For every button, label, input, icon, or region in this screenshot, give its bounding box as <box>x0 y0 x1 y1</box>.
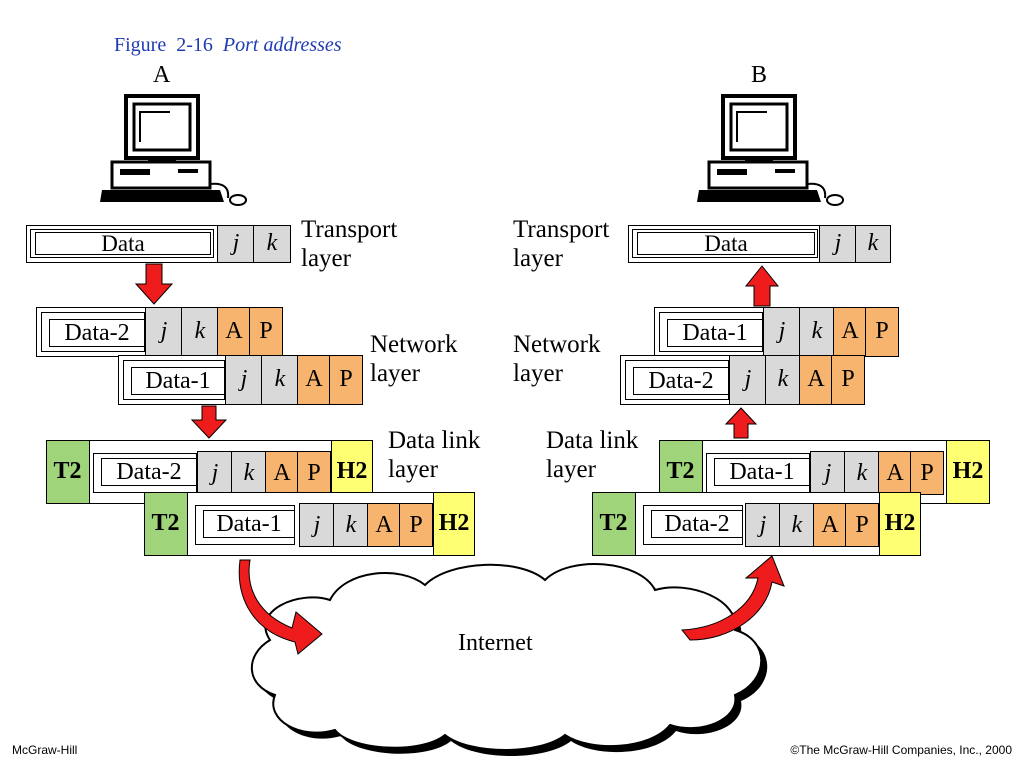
datalink-frame-b-2: T2 Data-2 j k A P H2 <box>591 491 921 556</box>
header-field: H2 <box>433 491 475 556</box>
destination-port-field: k <box>231 451 267 495</box>
logical-address-field: P <box>297 451 331 495</box>
logical-address-field: P <box>329 354 363 405</box>
logical-address-field: P <box>399 503 433 547</box>
header-field: H2 <box>946 439 990 504</box>
network-datagram-a-1: Data-2 j k A P <box>36 306 283 357</box>
computer-a-icon <box>100 94 247 206</box>
figure-number: Figure 2-16 <box>114 34 213 56</box>
logical-address-field: P <box>249 306 283 357</box>
footer-publisher: McGraw-Hill <box>12 743 78 757</box>
source-port-field: j <box>145 306 183 357</box>
source-port-field: j <box>810 451 846 495</box>
trailer-field: T2 <box>45 439 90 504</box>
host-a-label: A <box>153 62 171 88</box>
data-field: Data <box>35 231 211 256</box>
logical-address-field: P <box>865 306 899 357</box>
data-field: Data-1 <box>203 510 295 538</box>
figure-title: Port addresses <box>222 34 342 56</box>
logical-address-field: A <box>217 306 251 357</box>
source-port-field: j <box>299 503 335 547</box>
source-port-field: j <box>225 354 263 405</box>
logical-address-field: A <box>265 451 299 495</box>
data-field: Data-1 <box>131 367 225 395</box>
datalink-frame-a-2: T2 Data-1 j k A P H2 <box>143 491 475 556</box>
transport-segment-a: Data j k <box>26 224 291 263</box>
internet-label: Internet <box>458 630 533 656</box>
network-datagram-b-1: Data-1 j k A P <box>654 306 899 357</box>
data-field: Data-1 <box>714 458 810 486</box>
arrow-down-icon <box>190 405 228 439</box>
computer-b-icon <box>697 94 844 206</box>
internet-cloud <box>250 563 768 756</box>
datalink-frame-a-1: T2 Data-2 j k A P H2 <box>45 439 373 504</box>
data-field: Data-2 <box>633 367 729 395</box>
arrow-up-icon <box>744 265 780 307</box>
destination-port-field: k <box>779 503 815 547</box>
destination-port-field: k <box>253 224 291 263</box>
arrow-into-internet-icon <box>238 559 323 655</box>
network-datagram-a-2: Data-1 j k A P <box>118 354 363 405</box>
network-datagram-b-2: Data-2 j k A P <box>620 354 865 405</box>
arrow-up-icon <box>724 407 758 439</box>
footer-copyright: ©The McGraw-Hill Companies, Inc., 2000 <box>790 743 1012 757</box>
logical-address-field: A <box>878 451 912 495</box>
destination-port-field: k <box>261 354 299 405</box>
arrow-out-of-internet-icon <box>681 555 785 641</box>
data-field: Data-1 <box>667 319 763 347</box>
logical-address-field: A <box>813 503 847 547</box>
header-field: H2 <box>879 491 921 556</box>
source-port-field: j <box>197 451 233 495</box>
destination-port-field: k <box>855 224 891 263</box>
source-port-field: j <box>729 354 767 405</box>
logical-address-field: A <box>833 306 867 357</box>
source-port-field: j <box>763 306 801 357</box>
data-field: Data-2 <box>49 319 145 347</box>
destination-port-field: k <box>333 503 369 547</box>
destination-port-field: k <box>765 354 801 405</box>
logical-address-field: A <box>799 354 833 405</box>
data-field: Data-2 <box>101 458 197 486</box>
transport-segment-b: Data j k <box>628 224 891 263</box>
source-port-field: j <box>745 503 781 547</box>
destination-port-field: k <box>181 306 219 357</box>
trailer-field: T2 <box>143 491 188 556</box>
arrow-down-icon <box>134 263 174 305</box>
figure-caption: Figure 2-16 Port addresses <box>114 34 342 57</box>
logical-address-field: P <box>910 451 944 495</box>
data-field: Data <box>637 231 815 256</box>
logical-address-field: A <box>367 503 401 547</box>
trailer-field: T2 <box>591 491 636 556</box>
source-port-field: j <box>819 224 857 263</box>
host-b-label: B <box>751 62 768 88</box>
logical-address-field: P <box>831 354 865 405</box>
source-port-field: j <box>217 224 255 263</box>
data-field: Data-2 <box>651 510 743 538</box>
destination-port-field: k <box>799 306 835 357</box>
destination-port-field: k <box>844 451 880 495</box>
logical-address-field: P <box>845 503 879 547</box>
logical-address-field: A <box>297 354 331 405</box>
